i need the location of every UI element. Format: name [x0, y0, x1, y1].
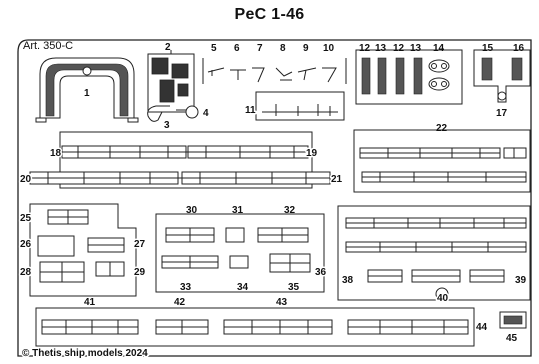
part-label-19: 19	[306, 148, 318, 159]
part-label-8: 8	[280, 43, 286, 54]
part-label-31: 31	[232, 205, 244, 216]
part-label-45: 45	[506, 333, 518, 344]
part-label-18: 18	[50, 148, 62, 159]
part-label-42: 42	[174, 297, 186, 308]
part-label-38: 38	[342, 275, 354, 286]
parts-38-40-strips	[337, 205, 531, 301]
part-3-arm	[147, 105, 170, 122]
parts-25-29-panels	[29, 203, 137, 297]
part-label-13a: 13	[375, 43, 387, 54]
part-45-grille	[499, 311, 527, 329]
part-2-plate	[147, 50, 195, 113]
part-label-30: 30	[186, 205, 198, 216]
part-label-3: 3	[164, 120, 170, 131]
parts-12-14-grilles	[355, 49, 463, 105]
part-label-35: 35	[288, 282, 300, 293]
copyright-label: © Thetis ship models 2024	[22, 348, 148, 359]
part-label-9: 9	[303, 43, 309, 54]
part-label-21: 21	[331, 174, 343, 185]
part-label-5: 5	[211, 43, 217, 54]
part-label-43: 43	[276, 297, 288, 308]
part-label-25: 25	[20, 213, 32, 224]
sheet-title: PeC 1-46	[234, 6, 305, 23]
part-label-16: 16	[513, 43, 525, 54]
part-label-28: 28	[20, 267, 32, 278]
parts-15-17-grilles	[473, 49, 531, 103]
part-label-17: 17	[496, 108, 508, 119]
part-label-40: 40	[437, 293, 449, 304]
part-label-1: 1	[84, 88, 90, 99]
part-label-4: 4	[203, 108, 209, 119]
part-label-27: 27	[134, 239, 146, 250]
part-label-33: 33	[180, 282, 192, 293]
part-label-10: 10	[323, 43, 335, 54]
part-label-32: 32	[284, 205, 296, 216]
part-label-29: 29	[134, 267, 146, 278]
parts-18-21-strips	[29, 131, 331, 189]
part-label-44: 44	[476, 322, 488, 333]
part-22-strips	[353, 129, 531, 193]
part-4-ring	[176, 105, 199, 119]
parts-30-36-panels	[155, 213, 325, 293]
part-label-22: 22	[436, 123, 448, 134]
part-label-36: 36	[315, 267, 327, 278]
part-11-rod	[255, 91, 345, 121]
parts-41-44-strips	[35, 307, 475, 347]
part-label-7: 7	[257, 43, 263, 54]
part-label-12b: 12	[393, 43, 405, 54]
part-label-26: 26	[20, 239, 32, 250]
part-label-15: 15	[482, 43, 494, 54]
part-label-11: 11	[245, 105, 256, 116]
part-label-6: 6	[234, 43, 240, 54]
part-1-arch	[35, 57, 139, 123]
fret-outline	[17, 39, 532, 357]
part-label-14: 14	[433, 43, 445, 54]
parts-5-10-brackets	[202, 58, 347, 84]
part-label-39: 39	[515, 275, 527, 286]
part-label-13b: 13	[410, 43, 422, 54]
article-label: Art. 350-C	[23, 40, 73, 52]
part-label-34: 34	[237, 282, 249, 293]
part-label-2: 2	[165, 42, 171, 53]
part-number-labels: 1 2 3 4 5 6 7 8 9 10 11 12 13 12 13 14 1…	[19, 42, 529, 346]
part-label-12a: 12	[359, 43, 371, 54]
part-label-41: 41	[84, 297, 96, 308]
part-label-20: 20	[20, 174, 32, 185]
